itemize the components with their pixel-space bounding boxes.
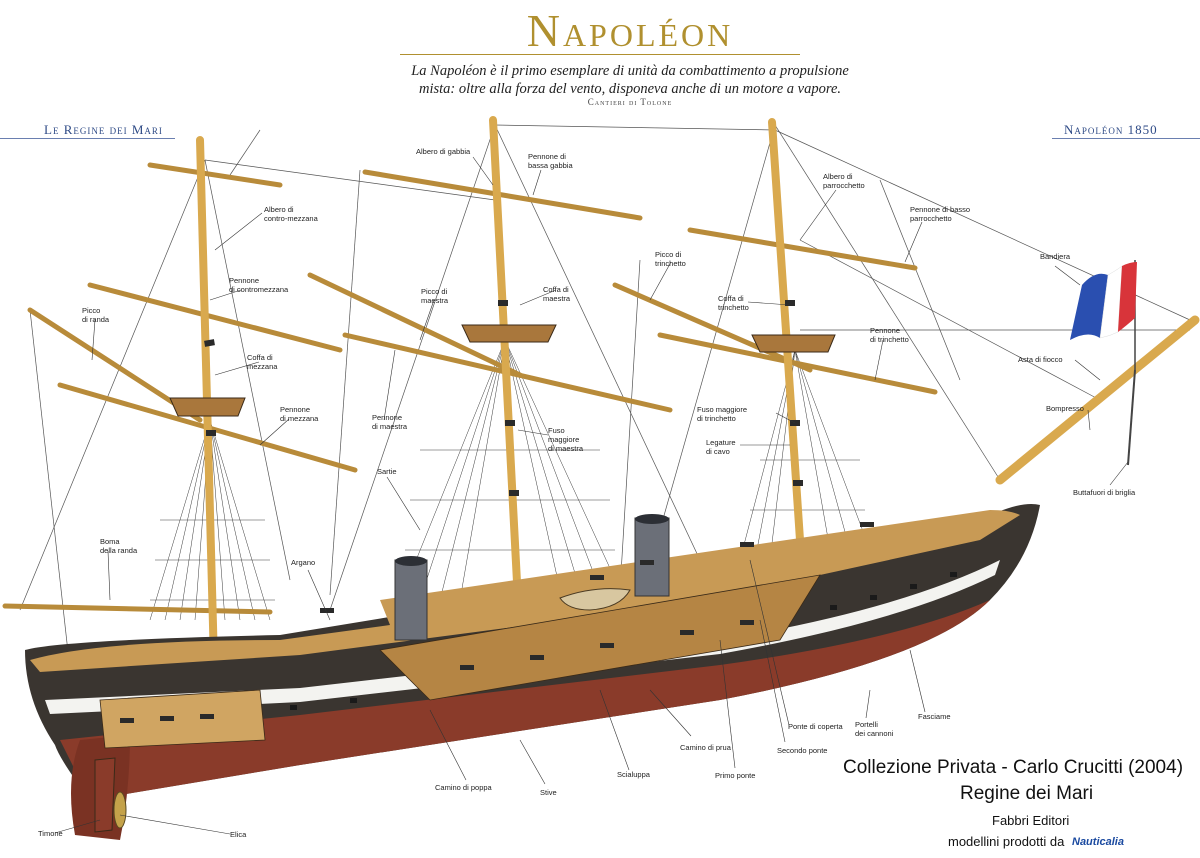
collection-producer: modellini prodotti da — [948, 834, 1065, 849]
label-bandiera: Bandiera — [1040, 252, 1071, 261]
page-title: Napoléon — [526, 5, 734, 56]
subtitle-line-1: La Napoléon è il primo esemplare di unit… — [411, 63, 849, 79]
mast-bands — [204, 300, 803, 496]
label-primo-ponte: Primo ponte — [715, 771, 756, 780]
masts — [196, 116, 804, 704]
label-boma-randa: Boma della randa — [100, 537, 138, 555]
label-sartie: Sartie — [377, 467, 397, 476]
collection-publisher: Fabbri Editori — [992, 813, 1070, 828]
collection-series: Regine dei Mari — [960, 783, 1094, 804]
hull — [25, 504, 1040, 840]
series-rule-right — [1052, 138, 1200, 139]
label-portelli-cannoni: Portelli dei cannoni — [855, 720, 894, 738]
label-elica: Elica — [230, 830, 247, 839]
label-pennone-contromezzana: Pennone di contromezzana — [229, 276, 289, 294]
series-title-right: Napoléon 1850 — [1064, 122, 1158, 137]
label-buttafuori-briglia: Buttafuori di briglia — [1073, 488, 1136, 497]
label-picco-maestra: Picco di maestra — [421, 287, 449, 305]
label-pennone-mezzana: Pennone di mezzana — [280, 405, 319, 423]
label-picco-randa: Picco di randa — [82, 306, 110, 324]
label-pennone-bassa-gabbia: Pennone di bassa gabbia — [528, 152, 573, 170]
label-legature-cavo: Legature di cavo — [706, 438, 736, 456]
label-fasciame: Fasciame — [918, 712, 951, 721]
french-flag — [1070, 260, 1137, 370]
label-coffa-trinchetto: Coffa di trinchetto — [718, 294, 749, 312]
label-albero-parrocchetto: Albero di parrocchetto — [823, 172, 865, 190]
subtitle-line-2: mista: oltre alla forza del vento, dispo… — [418, 81, 842, 97]
nauticalia-logo: Nauticalia — [1072, 836, 1124, 848]
label-ponte-coperta: Ponte di coperta — [788, 722, 843, 731]
label-stive: Stive — [540, 788, 557, 797]
label-albero-gabbia: Albero di gabbia — [416, 147, 471, 156]
label-argano: Argano — [291, 558, 316, 567]
label-albero-contromezzana: Albero di contro-mezzana — [264, 205, 318, 223]
label-secondo-ponte: Secondo ponte — [777, 746, 828, 755]
series-title-left: Le Regine dei Mari — [44, 122, 163, 137]
series-rule-left — [0, 138, 175, 139]
subtitle: La Napoléon è il primo esemplare di unit… — [360, 62, 900, 98]
label-timone: Timone — [38, 829, 63, 838]
funnels — [394, 514, 670, 641]
label-pennone-basso-parrocchetto: Pennone di basso parrocchetto — [910, 205, 971, 223]
label-coffa-mezzana: Coffa di mezzana — [247, 353, 278, 371]
gunports — [290, 572, 957, 710]
leader-lines — [54, 156, 1129, 835]
bowsprit — [995, 315, 1200, 485]
label-pennone-maestra: Pennone di maestra — [372, 413, 408, 431]
label-camino-prua: Camino di prua — [680, 743, 731, 752]
label-coffa-maestra: Coffa di maestra — [543, 285, 571, 303]
label-bompresso: Bompresso — [1046, 404, 1084, 413]
label-fuso-maggiore-trinchetto: Fuso maggiore di trinchetto — [697, 405, 748, 423]
shipyard-caption: Cantieri di Tolone — [587, 97, 673, 107]
title-divider — [400, 54, 800, 55]
label-camino-poppa: Camino di poppa — [435, 783, 492, 792]
rudder-propeller — [94, 757, 127, 833]
cannons — [120, 522, 874, 723]
label-asta-fiocco: Asta di fiocco — [1018, 355, 1063, 364]
label-pennone-trinchetto: Pennone di trinchetto — [870, 326, 909, 344]
mast-tops — [169, 324, 836, 417]
label-scialuppa: Scialuppa — [617, 770, 650, 779]
lifeboat — [559, 588, 631, 611]
label-picco-trinchetto: Picco di trinchetto — [655, 250, 686, 268]
collection-credit: Collezione Privata - Carlo Crucitti (200… — [843, 757, 1184, 778]
label-fuso-maggiore-maestra: Fuso maggiore di maestra — [548, 426, 584, 453]
rigging — [19, 124, 1191, 671]
